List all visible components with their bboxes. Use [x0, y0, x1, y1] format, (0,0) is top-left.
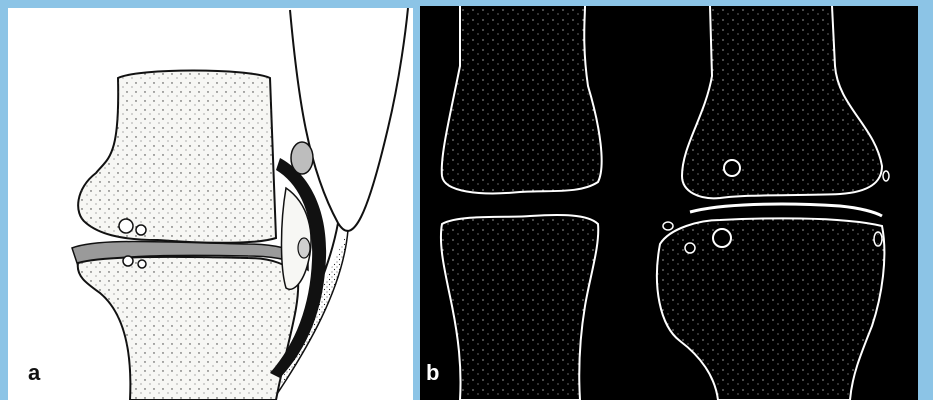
panel-label-b: b — [426, 362, 439, 384]
femur-cyst-2 — [136, 225, 146, 235]
arthritic-tibia-cyst-2 — [685, 243, 695, 253]
osteophyte-left — [663, 222, 673, 230]
arthritic-tibia-cyst-1 — [713, 229, 731, 247]
panel-a-illustration — [8, 8, 413, 400]
osteophyte-femur — [883, 171, 889, 181]
normal-femur — [442, 6, 602, 193]
tibia-cyst-1 — [123, 256, 133, 266]
femur-stipple — [78, 71, 276, 243]
bursa — [291, 142, 313, 174]
loose-body — [298, 238, 310, 258]
arthritic-femur-cyst — [724, 160, 740, 176]
narrowed-joint-space — [690, 204, 882, 216]
knee-comparison-drawing — [420, 6, 918, 400]
panel-label-a: a — [28, 362, 40, 384]
femur-cyst-1 — [119, 219, 133, 233]
tibia-cyst-2 — [138, 260, 146, 268]
normal-tibia — [441, 215, 598, 400]
knee-joint-drawing — [8, 8, 413, 400]
arthritic-femur — [682, 6, 882, 198]
panel-b-illustration — [420, 6, 918, 400]
tibia-stipple — [78, 257, 298, 400]
